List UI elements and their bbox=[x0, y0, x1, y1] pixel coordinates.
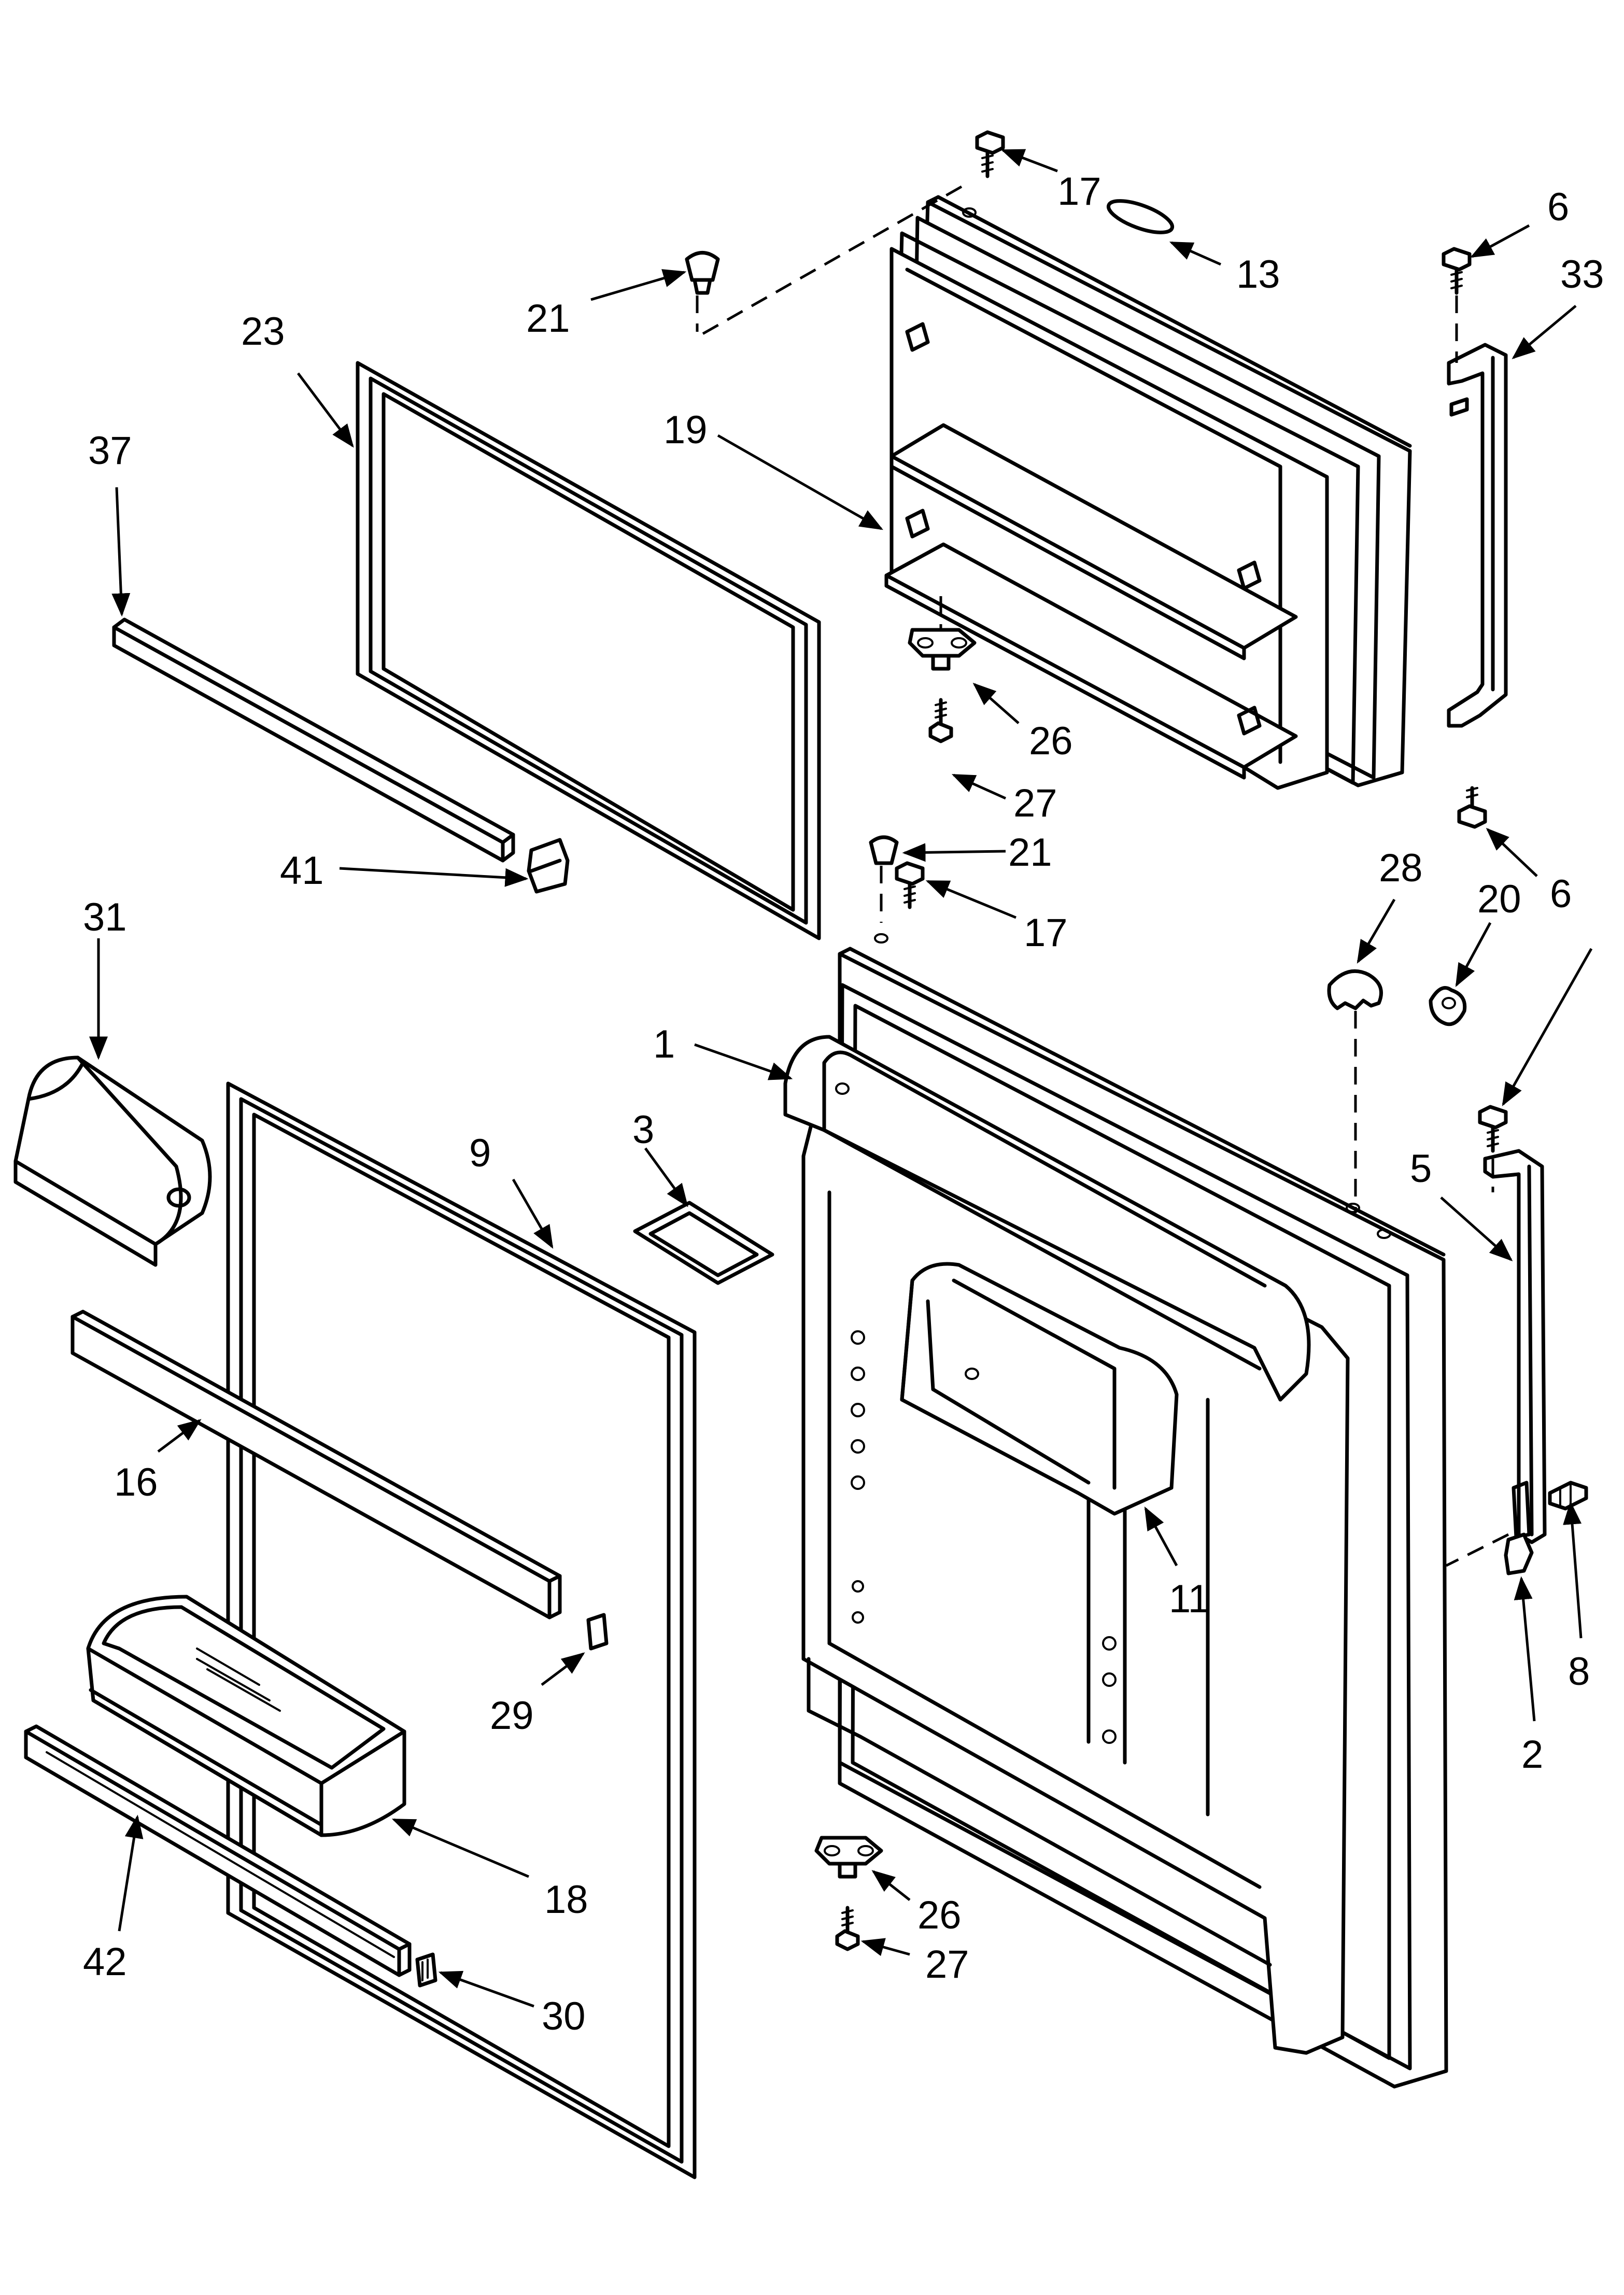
callout-19: 19 bbox=[663, 408, 708, 452]
callout-23: 23 bbox=[241, 309, 285, 354]
hinge-screw-upper bbox=[928, 698, 953, 743]
callout-11: 11 bbox=[1169, 1577, 1210, 1621]
trim-end-cap-30 bbox=[415, 1952, 437, 1988]
callout-17: 17 bbox=[1024, 911, 1068, 955]
hinge-bushing-2 bbox=[1504, 1532, 1534, 1575]
callout-9: 9 bbox=[469, 1131, 491, 1175]
hinge-bracket-lower bbox=[814, 1836, 883, 1879]
callout-29: 29 bbox=[490, 1694, 534, 1738]
hole-plug-20 bbox=[1429, 986, 1467, 1026]
hole-plug-13 bbox=[1106, 199, 1175, 234]
freezer-gasket bbox=[356, 361, 821, 940]
hinge-pin-6b bbox=[1457, 786, 1487, 829]
freezer-assembly-line bbox=[696, 185, 963, 339]
hinge-screw-6a bbox=[1442, 247, 1472, 295]
door-trim-strip bbox=[70, 1310, 562, 1620]
door-screw-lower bbox=[895, 861, 925, 909]
callout-27: 27 bbox=[1013, 781, 1057, 825]
freezer-door bbox=[884, 195, 1412, 790]
callout-37: 37 bbox=[88, 429, 132, 473]
callout-18: 18 bbox=[544, 1878, 588, 1922]
callout-16: 16 bbox=[114, 1460, 158, 1504]
door-plug-lower bbox=[869, 835, 899, 865]
callout-13: 13 bbox=[1236, 252, 1280, 297]
callout-6: 6 bbox=[1547, 185, 1569, 229]
bottom-hinge bbox=[1483, 1149, 1547, 1544]
freezer-trim-strip bbox=[112, 617, 515, 863]
shelf-holes-right bbox=[1102, 1636, 1117, 1744]
callout-26: 26 bbox=[917, 1893, 962, 1937]
callout-41: 41 bbox=[280, 849, 324, 893]
shelf-holes-left bbox=[851, 1330, 865, 1624]
hinge-pin-8 bbox=[1548, 1481, 1588, 1511]
trim-end-cap-29 bbox=[586, 1613, 609, 1651]
leader-lines bbox=[89, 149, 1593, 2008]
hinge-screw-6c bbox=[1478, 1105, 1508, 1153]
bottom-trim-strip bbox=[24, 1724, 412, 1977]
hinge-bracket-upper bbox=[908, 628, 977, 671]
callout-21: 21 bbox=[1008, 830, 1052, 875]
callout-26: 26 bbox=[1029, 719, 1073, 763]
callout-20: 20 bbox=[1477, 877, 1521, 921]
hinge-screw-top bbox=[975, 130, 1005, 178]
callout-labels: 17 13 6 33 21 23 19 37 26 27 41 21 17 28… bbox=[83, 170, 1604, 2038]
seal-pad bbox=[633, 1201, 774, 1285]
callout-27: 27 bbox=[925, 1942, 969, 1987]
door-plug-top bbox=[685, 251, 720, 295]
callout-33: 33 bbox=[1560, 252, 1604, 297]
callout-28: 28 bbox=[1379, 846, 1423, 890]
callout-42: 42 bbox=[83, 1940, 127, 1984]
hinge-assembly-line-bottom bbox=[1445, 1533, 1509, 1567]
callout-8: 8 bbox=[1568, 1650, 1590, 1694]
callout-1: 1 bbox=[653, 1022, 675, 1066]
callout-21: 21 bbox=[526, 297, 570, 341]
callout-17: 17 bbox=[1057, 170, 1102, 214]
callout-31: 31 bbox=[83, 895, 127, 939]
butter-cover bbox=[13, 1055, 212, 1267]
callout-3: 3 bbox=[632, 1108, 654, 1152]
hinge-screw-lower bbox=[835, 1906, 860, 1951]
trim-end-cap bbox=[527, 838, 570, 894]
callout-6: 6 bbox=[1550, 872, 1572, 916]
dairy-compartment bbox=[900, 1262, 1179, 1516]
door-shelf-bin bbox=[86, 1595, 406, 1837]
callout-5: 5 bbox=[1410, 1147, 1432, 1191]
refrigerator-door bbox=[783, 933, 1448, 2089]
hole-plug-28 bbox=[1327, 969, 1383, 1010]
callout-2: 2 bbox=[1521, 1733, 1543, 1777]
top-hinge-bracket bbox=[1447, 343, 1508, 728]
refrigerator-gasket bbox=[226, 1081, 697, 2179]
callout-30: 30 bbox=[542, 1994, 586, 2038]
